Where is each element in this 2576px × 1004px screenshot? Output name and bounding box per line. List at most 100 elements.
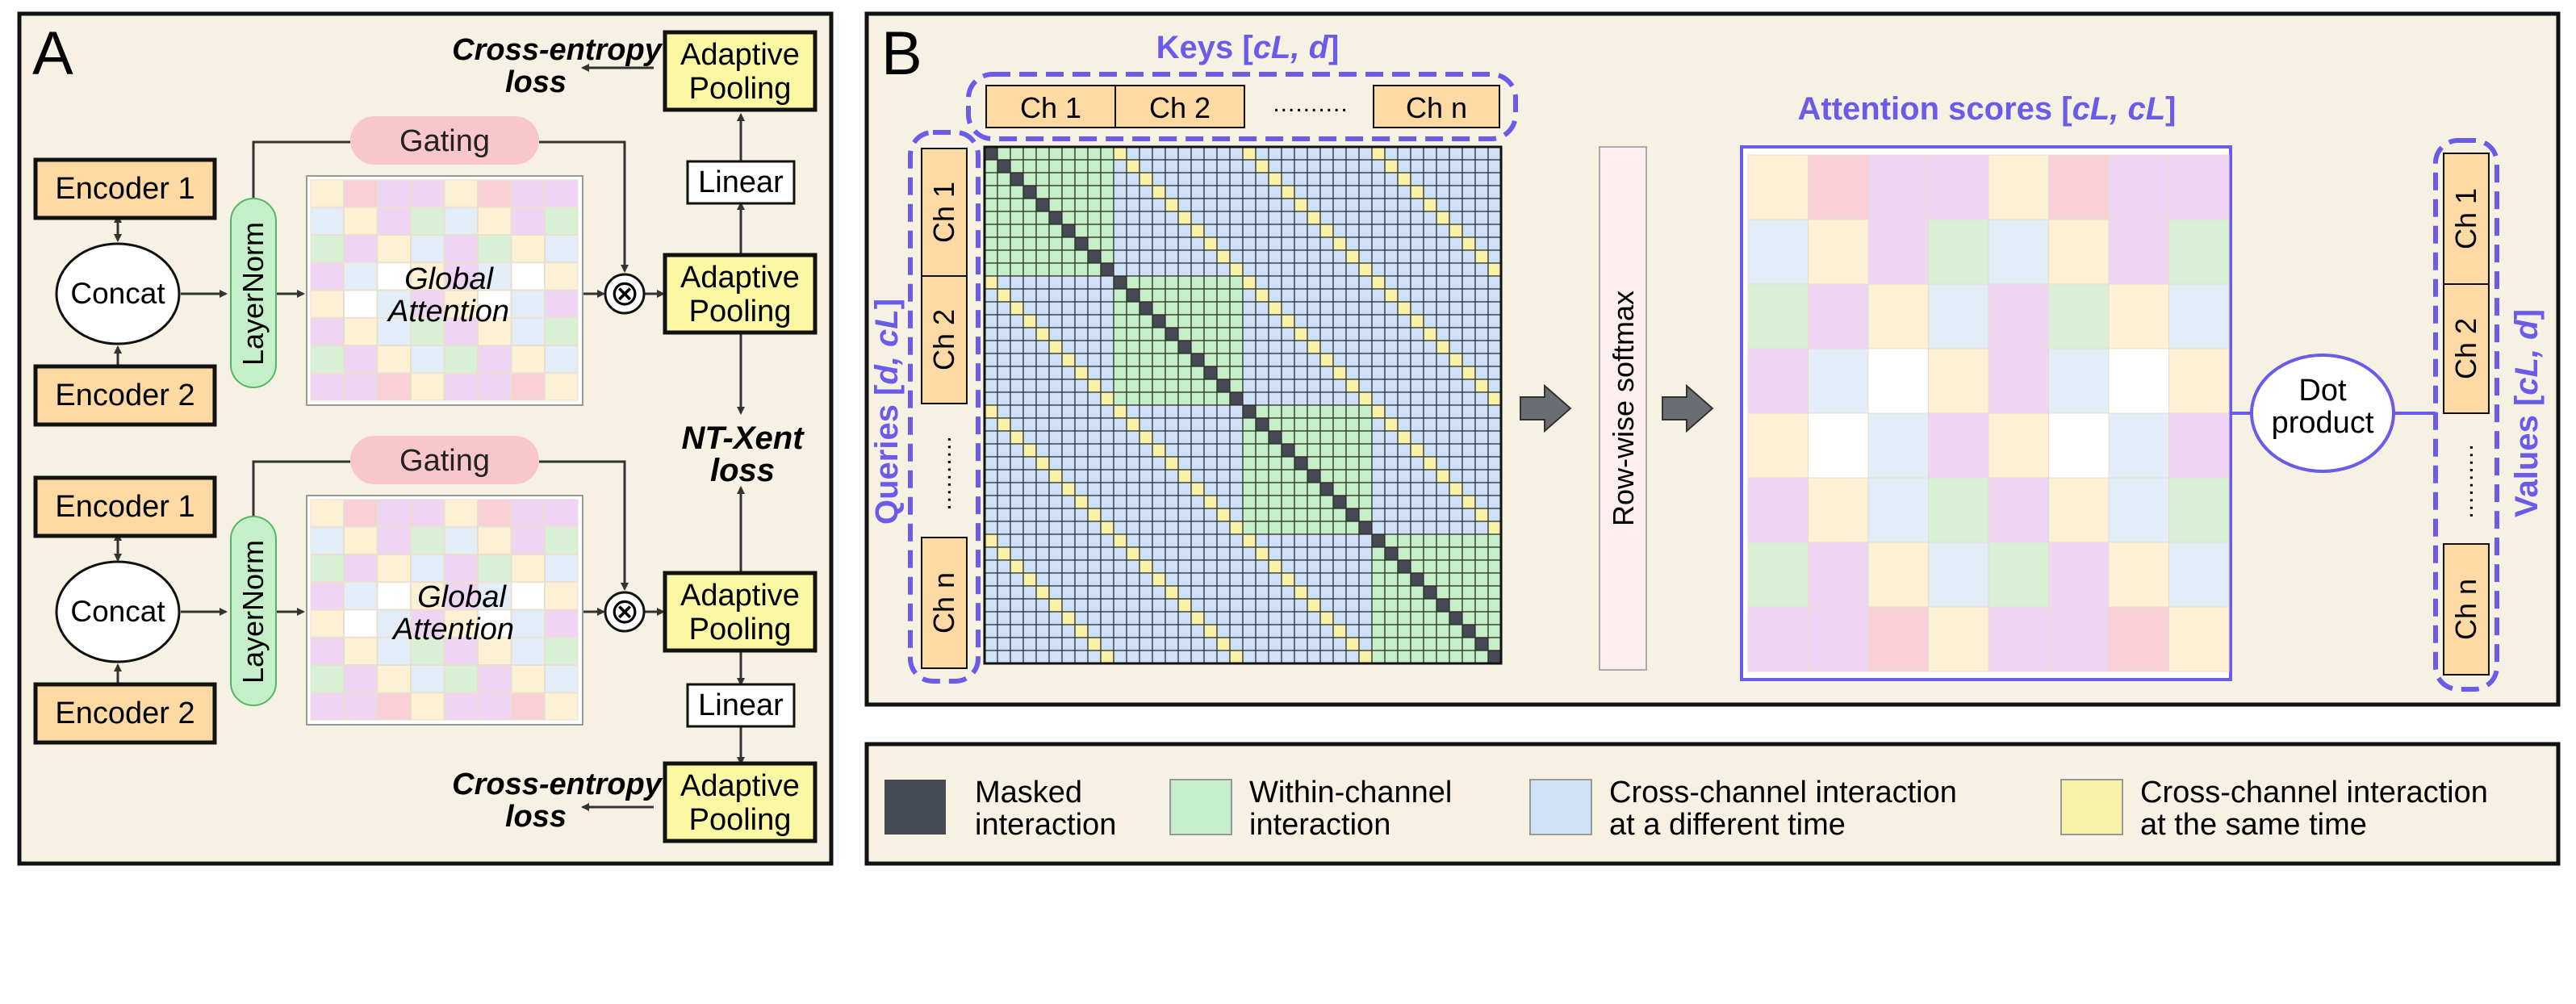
score-cell: [2168, 412, 2230, 479]
mask-cell: [1113, 172, 1127, 186]
mask-cell: [1074, 456, 1089, 471]
score-cell: [1988, 283, 2049, 349]
mask-cell: [1449, 404, 1463, 419]
mask-cell: [1332, 404, 1347, 419]
mask-cell: [1462, 611, 1476, 625]
mask-cell: [1139, 417, 1153, 432]
query-ch2-label: Ch 2: [927, 309, 960, 370]
mask-cell: [1010, 404, 1024, 419]
mask-cell: [1139, 224, 1153, 238]
mask-cell: [1410, 598, 1424, 613]
mask-cell: [1332, 508, 1347, 522]
mask-cell: [1384, 301, 1399, 316]
mask-cell: [1048, 546, 1063, 561]
mask-cell: [1139, 585, 1153, 600]
score-cell: [1988, 477, 2049, 543]
mask-cell: [1100, 611, 1114, 625]
mask-cell: [1087, 159, 1102, 174]
mask-cell: [1462, 262, 1476, 277]
mask-cell: [1126, 585, 1140, 600]
score-cell: [2108, 477, 2169, 543]
mask-cell: [1087, 482, 1102, 496]
mask-cell: [1177, 469, 1192, 483]
mask-cell: [1074, 598, 1089, 613]
mask-cell: [1087, 533, 1102, 548]
mask-cell: [1152, 404, 1166, 419]
mask-cell: [1345, 585, 1360, 600]
mask-cell: [1022, 430, 1037, 445]
mask-cell: [1358, 533, 1373, 548]
mask-cell: [1345, 353, 1360, 367]
mask-cell: [1061, 262, 1076, 277]
mini-grid-cell: [377, 262, 411, 291]
mask-cell: [1294, 301, 1308, 316]
mask-cell: [1332, 533, 1347, 548]
mask-cell: [1294, 508, 1308, 522]
mask-cell: [1268, 585, 1282, 600]
mask-cell: [1462, 404, 1476, 419]
mini-grid-cell: [411, 554, 445, 583]
mask-cell: [1048, 301, 1063, 316]
mask-cell: [997, 546, 1011, 561]
mask-cell: [1010, 417, 1024, 432]
mask-cell: [1371, 508, 1386, 522]
mask-cell: [1307, 340, 1321, 354]
mask-cell: [1255, 624, 1269, 638]
mask-cell: [1281, 275, 1295, 290]
mini-grid-cell: [411, 290, 445, 318]
mask-cell: [1474, 430, 1489, 445]
mask-cell: [1035, 482, 1050, 496]
mask-cell: [1474, 327, 1489, 341]
mask-cell: [1332, 224, 1347, 238]
mask-cell: [1022, 301, 1037, 316]
mask-cell: [1216, 443, 1231, 458]
mask-cell: [1345, 482, 1360, 496]
mask-cell: [1022, 198, 1037, 212]
mask-cell: [1319, 379, 1334, 393]
mask-cell: [1074, 262, 1089, 277]
mask-cell: [1242, 585, 1257, 600]
mask-cell: [1035, 417, 1050, 432]
score-cell: [2048, 283, 2110, 349]
mini-grid-cell: [511, 290, 545, 318]
mask-cell: [1462, 185, 1476, 199]
key-ch1-box: [985, 85, 1116, 128]
mini-grid-cell: [478, 692, 512, 721]
mask-cell: [1048, 469, 1063, 483]
mask-cell: [1410, 198, 1424, 212]
mask-cell: [1177, 430, 1192, 445]
multiply-node-1: [604, 273, 646, 315]
mask-cell: [1449, 637, 1463, 651]
score-cell: [1867, 412, 1929, 479]
mask-cell: [1177, 611, 1192, 625]
mask-cell: [1474, 611, 1489, 625]
mask-cell: [1268, 301, 1282, 316]
mask-cell: [1242, 650, 1257, 664]
mask-cell: [1074, 224, 1089, 238]
mask-cell: [1307, 546, 1321, 561]
mask-cell: [1307, 482, 1321, 496]
mask-cell: [1100, 624, 1114, 638]
mask-cell: [1332, 430, 1347, 445]
mask-cell: [1087, 585, 1102, 600]
queries-bracket: [908, 130, 981, 684]
mini-grid-cell: [478, 582, 512, 610]
mask-cell: [1358, 301, 1373, 316]
mask-cell: [1307, 404, 1321, 419]
mask-cell: [1100, 146, 1114, 161]
key-dots: ..........: [1273, 90, 1348, 117]
mask-cell: [1410, 443, 1424, 458]
mask-cell: [1410, 353, 1424, 367]
mask-cell: [1074, 391, 1089, 406]
mask-cell: [1384, 404, 1399, 419]
mask-cell: [1268, 353, 1282, 367]
mask-cell: [1487, 185, 1502, 199]
mask-cell: [997, 456, 1011, 471]
mask-cell: [1229, 611, 1244, 625]
mask-cell: [1397, 314, 1411, 328]
mask-cell: [1229, 430, 1244, 445]
mask-cell: [1048, 521, 1063, 535]
mask-cell: [1384, 327, 1399, 341]
mask-cell: [1126, 572, 1140, 587]
mask-cell: [1397, 404, 1411, 419]
